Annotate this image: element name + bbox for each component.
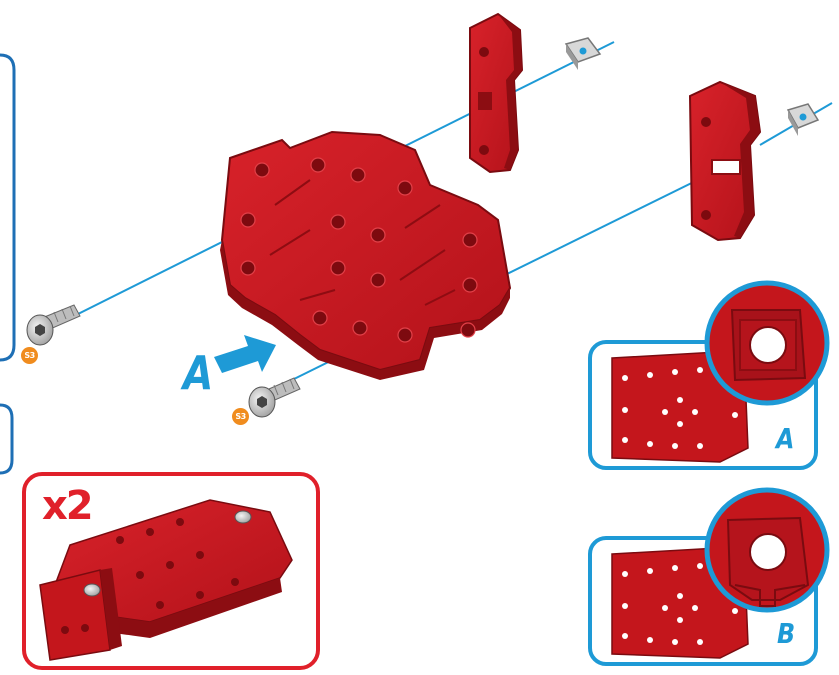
result-box (22, 472, 320, 670)
screw-center (248, 377, 301, 418)
plate-ribs (269, 179, 456, 306)
square-nut-right (786, 103, 820, 136)
direction-arrow-icon (214, 335, 276, 373)
main-plate (220, 130, 512, 380)
detail-b-label: B (777, 617, 795, 650)
detail-a-label: A (776, 422, 794, 455)
screw-part-badge: S3 (21, 347, 38, 364)
square-nut-top (564, 37, 602, 70)
detail-callout-b (588, 487, 830, 666)
plate-holes (240, 157, 478, 343)
screw-part-badge: S3 (232, 408, 249, 425)
direction-label: A (183, 346, 213, 400)
detail-callout-a (588, 280, 830, 470)
quantity-label: x2 (42, 483, 94, 529)
top-bracket (469, 12, 524, 174)
left-page-frame (0, 53, 16, 475)
right-bracket (688, 80, 762, 242)
screw-left (26, 304, 81, 346)
